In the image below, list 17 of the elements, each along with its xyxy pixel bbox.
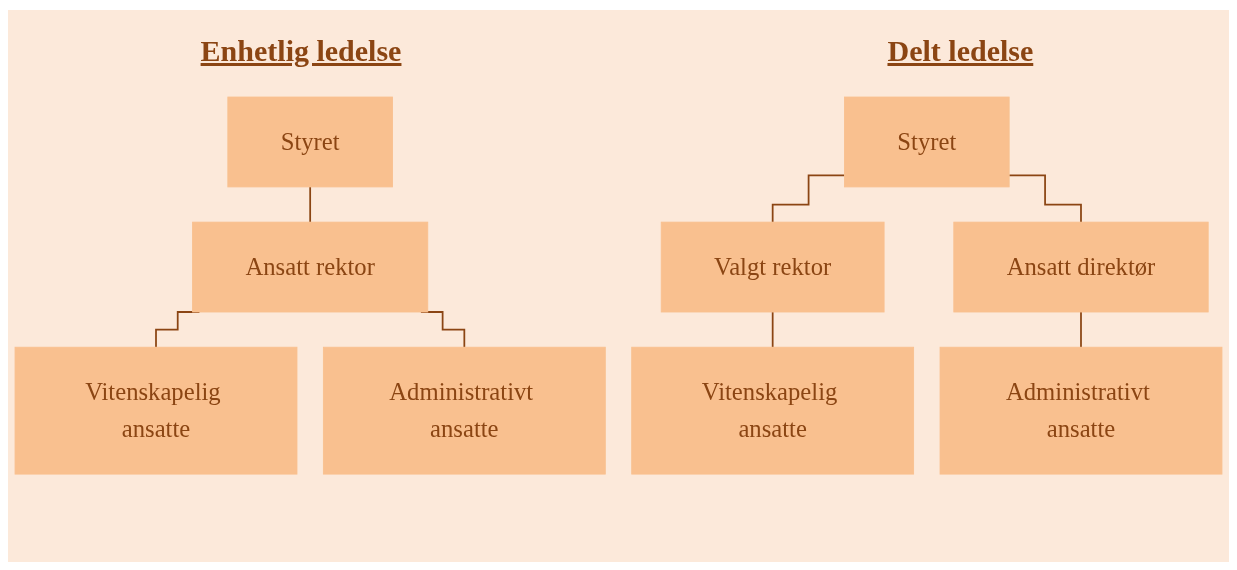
node-box bbox=[631, 346, 915, 475]
connector bbox=[1080, 311, 1082, 349]
node-box bbox=[953, 221, 1209, 313]
section-heading: Enhetlig ledelse bbox=[200, 34, 402, 68]
connector bbox=[1008, 174, 1082, 223]
node-box bbox=[939, 346, 1223, 475]
node-box bbox=[14, 346, 298, 475]
panel-background: Enhetlig ledelse Delt ledelse Styret Ansatt rektor Vitenskapelig ansatte Administrativt ansatte Styret Valgt rektor Ansatt direktør Vitenskapelig ansatte Administrativt ansatte bbox=[8, 10, 1229, 562]
connector bbox=[771, 311, 774, 349]
node-box bbox=[227, 96, 393, 188]
node-box bbox=[322, 346, 606, 475]
connector bbox=[309, 186, 312, 223]
node-box bbox=[192, 221, 429, 313]
section-heading: Delt ledelse bbox=[887, 34, 1034, 68]
connector bbox=[771, 174, 846, 223]
node-box bbox=[844, 96, 1010, 188]
node-box bbox=[660, 221, 885, 313]
